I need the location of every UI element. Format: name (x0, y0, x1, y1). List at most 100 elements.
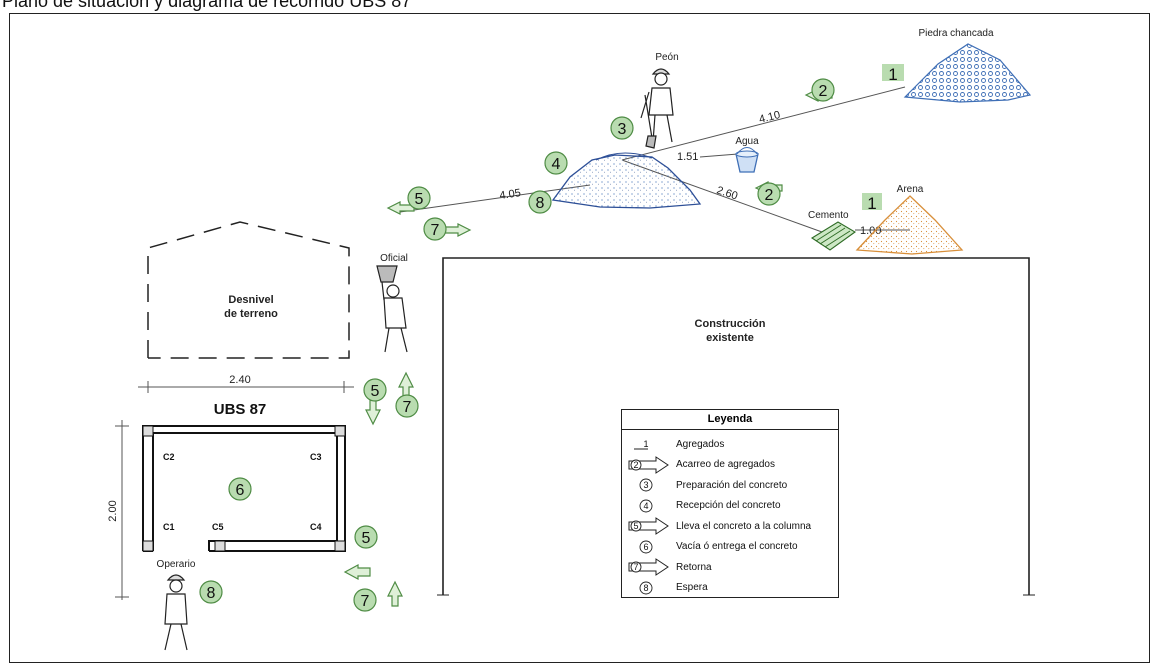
column-c5: C5 (212, 522, 224, 532)
legend-item: 2 Acarreo de agregados (622, 455, 838, 476)
legend-title: Leyenda (622, 410, 838, 430)
terrain-label-1: Desnivel (228, 294, 273, 306)
step-7-marker-b: 7 (395, 394, 419, 418)
legend-arrow-symbol: 5 (622, 516, 676, 536)
step-5-marker-b: 5 (363, 378, 387, 402)
svg-text:5: 5 (371, 383, 380, 400)
step-2-marker-a: 2 (811, 78, 835, 102)
svg-text:2: 2 (765, 187, 774, 204)
arrow-retorna-bottom (387, 580, 403, 607)
legend-item: 6 Vacía ó entrega el concreto (622, 537, 838, 558)
sand-pile-icon (855, 195, 964, 255)
column-c4: C4 (310, 522, 322, 532)
construction-label-2: existente (706, 332, 754, 344)
legend-item-label: Recepción del concreto (676, 500, 781, 512)
dimension-240: 2.40 (138, 374, 354, 393)
svg-text:2.00: 2.00 (107, 500, 119, 521)
peon-label: Peón (655, 52, 678, 63)
legend-arrow-symbol: 7 (622, 557, 676, 577)
existing-construction: Construcción existente (437, 257, 1035, 596)
svg-text:8: 8 (207, 585, 216, 602)
step-2-marker-b: 2 (757, 182, 781, 206)
gravel-pile-icon (903, 43, 1032, 103)
svg-text:7: 7 (361, 593, 370, 610)
legend-item-label: Agregados (676, 438, 725, 450)
legend-number-symbol: 6 (622, 537, 676, 557)
svg-text:2.40: 2.40 (229, 374, 250, 386)
svg-text:1: 1 (888, 65, 897, 84)
dim-405: 4.05 (499, 187, 522, 202)
svg-text:7: 7 (431, 222, 440, 239)
legend-symbol-number: 7 (633, 562, 639, 573)
legend-symbol-number: 3 (643, 480, 649, 491)
legend-arrow-symbol: 2 (622, 455, 676, 475)
legend-item: 3 Preparación del concreto (622, 475, 838, 496)
step-1-marker-b: 1 (862, 193, 882, 213)
step-markers: 2 3 4 8 2 5 7 (199, 78, 835, 612)
water-bucket-icon (735, 147, 759, 173)
svg-text:5: 5 (362, 530, 371, 547)
step-5-marker-c: 5 (354, 525, 378, 549)
dim-410: 4.10 (758, 109, 782, 126)
legend-number-symbol: 1 (622, 434, 676, 454)
water-label: Agua (735, 136, 759, 147)
svg-text:2: 2 (819, 83, 828, 100)
column-c1: C1 (163, 522, 175, 532)
terrain-label-2: de terreno (224, 308, 278, 320)
ubs-floor-plan: C2 C3 C1 C5 C4 (142, 425, 346, 552)
step-5-marker-a: 5 (407, 186, 431, 210)
legend-symbol-number: 8 (643, 582, 649, 593)
svg-text:3: 3 (618, 121, 627, 138)
operario-label: Operario (157, 559, 196, 570)
svg-text:6: 6 (236, 482, 245, 499)
oficial-worker-icon (376, 265, 408, 353)
legend-symbol-number: 5 (633, 521, 639, 532)
svg-text:5: 5 (415, 191, 424, 208)
operario-worker-icon (164, 574, 188, 651)
legend-symbol-number: 4 (643, 500, 649, 511)
legend-item-label: Retorna (676, 561, 712, 573)
legend-item-label: Espera (676, 582, 708, 594)
construction-label-1: Construcción (695, 318, 766, 330)
figure-caption: Plano de situación y diagrama de recorri… (2, 0, 412, 11)
ubs-title: UBS 87 (214, 401, 267, 418)
step-8-marker-b: 8 (199, 580, 223, 604)
terrain-drop-area: Desnivel de terreno (147, 221, 350, 359)
cement-label: Cemento (808, 210, 849, 221)
dim-260: 2.60 (715, 184, 739, 202)
column-c3: C3 (310, 452, 322, 462)
legend-item: 4 Recepción del concreto (622, 496, 838, 517)
step-3-marker: 3 (610, 116, 634, 140)
legend-number-symbol: 8 (622, 578, 676, 598)
sand-label: Arena (897, 184, 924, 195)
legend-number-symbol: 3 (622, 475, 676, 495)
legend-symbol-number: 6 (643, 541, 649, 552)
step-1-marker-a: 1 (882, 64, 904, 84)
dimension-200: 2.00 (107, 420, 129, 600)
dim-151: 1.51 (677, 151, 698, 163)
svg-text:4: 4 (552, 156, 561, 173)
arrow-lleva-bottom (343, 563, 371, 581)
step-8-marker-a: 8 (528, 190, 552, 214)
legend-item: 8 Espera (622, 578, 838, 599)
arrow-retorna-top (443, 223, 472, 237)
legend-symbol-number: 2 (633, 459, 639, 470)
step-7-marker-c: 7 (353, 588, 377, 612)
concrete-mix-pile-icon (551, 152, 702, 209)
svg-text:1: 1 (867, 194, 876, 213)
legend-item-label: Vacía ó entrega el concreto (676, 541, 798, 553)
cement-bags-icon (810, 221, 857, 251)
gravel-label: Piedra chancada (918, 28, 993, 39)
svg-text:7: 7 (403, 399, 412, 416)
legend-item: 7 Retorna (622, 557, 838, 578)
legend-item-label: Acarreo de agregados (676, 459, 775, 471)
oficial-label: Oficial (380, 253, 408, 264)
legend-item-label: Preparación del concreto (676, 479, 788, 491)
step-7-marker-a: 7 (423, 217, 447, 241)
